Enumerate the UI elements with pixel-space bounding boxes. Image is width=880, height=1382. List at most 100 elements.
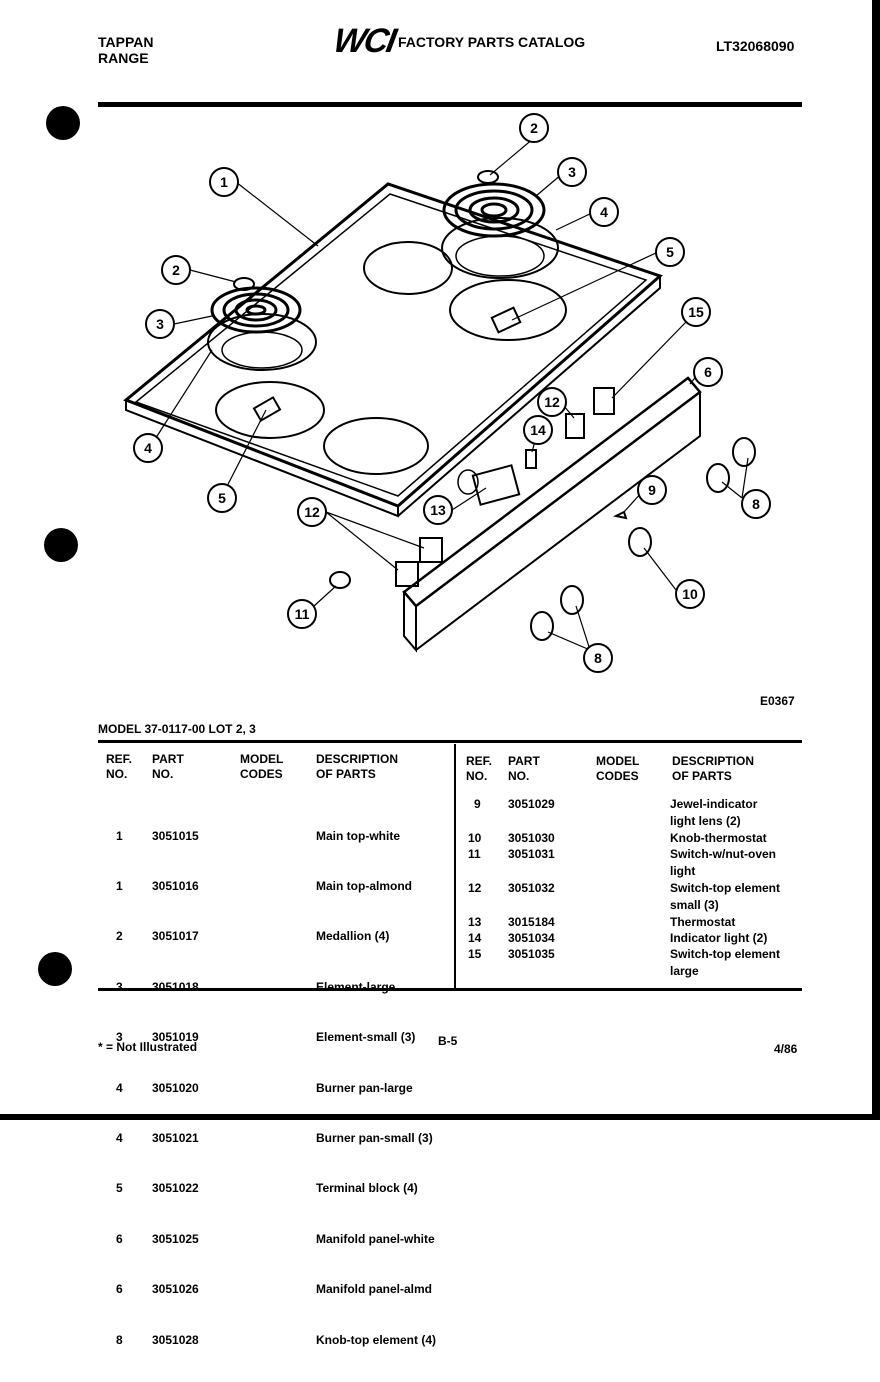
table-row-desc: Medallion (4) (316, 929, 390, 944)
svg-text:13: 13 (430, 502, 446, 518)
table-row-part: 3051020 (152, 1080, 199, 1095)
switch-small-c (565, 413, 585, 439)
table-row-part: 3051016 (152, 878, 199, 893)
callout-10: 10 (675, 579, 705, 609)
right-row-9-desc: Jewel-indicator light lens (2) (670, 797, 758, 828)
jewel-lens (612, 510, 628, 520)
header-part-right: PART NO. (508, 754, 540, 783)
oven-light-switch (329, 571, 351, 589)
table-row-ref: 2 (116, 929, 123, 944)
table-row-ref: 3 (116, 1030, 123, 1045)
svg-text:6: 6 (704, 364, 712, 380)
callout-1: 1 (209, 167, 239, 197)
table-row-part: 3051025 (152, 1231, 199, 1246)
right-row-9-part: 3051029 (508, 797, 555, 811)
catalog-code: LT32068090 (716, 38, 795, 54)
page-frame-bottom (0, 1114, 880, 1120)
indicator-light (525, 449, 537, 469)
table-row-part: 3051019 (152, 1030, 199, 1045)
table-row-desc: Main top-white (316, 828, 400, 843)
table-row-ref: 6 (116, 1231, 123, 1246)
table-row-ref: 5 (116, 1181, 123, 1196)
svg-text:10: 10 (682, 586, 698, 602)
callout-14: 14 (523, 415, 553, 445)
medallion-back (477, 170, 499, 184)
callout-2-front: 2 (161, 255, 191, 285)
binder-hole-top (46, 106, 80, 140)
svg-text:8: 8 (752, 496, 760, 512)
knob-thermostat (628, 527, 652, 557)
right-row-14-part: 3051034 (508, 931, 555, 945)
callout-2-back: 2 (519, 113, 549, 143)
table-row-desc: Element-large (316, 979, 396, 994)
right-row-15-desc: Switch-top element large (670, 947, 781, 978)
right-row-13-part: 3015184 (508, 915, 555, 929)
table-row-ref: 4 (116, 1080, 123, 1095)
header-ref-right: REF. NO. (466, 754, 493, 783)
right-row-14-desc: Indicator light (2) (670, 931, 768, 945)
svg-text:12: 12 (544, 394, 560, 410)
table-row-desc: Element-small (3) (316, 1030, 416, 1045)
switch-large (593, 387, 615, 415)
left-part-col: 3051015 3051016 3051017 3051018 3051019 … (152, 794, 199, 1382)
header-brand: TAPPAN RANGE (98, 34, 153, 66)
svg-text:14: 14 (530, 422, 546, 438)
exploded-parts-diagram: 1 2 3 4 5 15 6 2 3 4 5 12 14 12 13 9 8 1… (123, 113, 771, 673)
header-codes: MODEL CODES (240, 752, 284, 781)
svg-text:3: 3 (156, 316, 164, 332)
appliance-type: RANGE (98, 50, 149, 66)
right-row-11-desc: Switch-w/nut-oven light (670, 847, 776, 878)
table-row-desc: Main top-almond (316, 878, 412, 893)
callout-12-left: 12 (297, 497, 327, 527)
figure-code: E0367 (760, 694, 795, 708)
table-row-desc: Burner pan-large (316, 1080, 413, 1095)
callout-8-right: 8 (741, 489, 771, 519)
right-row-12-ref: 12 (468, 881, 482, 895)
knob-top-d (530, 611, 554, 641)
table-top-rule (98, 740, 802, 743)
svg-text:1: 1 (220, 174, 228, 190)
svg-text:4: 4 (600, 204, 608, 220)
burner-opening-back-right (449, 279, 567, 341)
catalog-title: FACTORY PARTS CATALOG (398, 34, 586, 50)
page-frame-right (872, 0, 880, 1120)
table-row-ref: 3 (116, 979, 123, 994)
right-row-12-part: 3051032 (508, 881, 555, 895)
callout-5-front: 5 (207, 483, 237, 513)
knob-top-b (706, 463, 730, 493)
element-small (210, 286, 302, 334)
knob-top-a (732, 437, 756, 467)
svg-text:3: 3 (568, 164, 576, 180)
svg-text:2: 2 (530, 120, 538, 136)
table-row-part: 3051015 (152, 828, 199, 843)
right-row-10-desc: Knob-thermostat (670, 831, 767, 845)
callout-13: 13 (423, 495, 453, 525)
right-row-9-ref: 9 (474, 797, 481, 811)
header-rule (98, 102, 802, 107)
header-desc: DESCRIPTION OF PARTS (316, 752, 399, 781)
svg-text:11: 11 (295, 606, 310, 622)
burner-opening-front-right (323, 417, 429, 475)
table-row-desc: Manifold panel-almd (316, 1282, 433, 1297)
svg-text:15: 15 (688, 304, 704, 320)
burner-opening-back-left (363, 241, 453, 295)
right-row-15-part: 3051035 (508, 947, 555, 961)
header-codes-right: MODEL CODES (596, 754, 640, 783)
callout-15: 15 (681, 297, 711, 327)
burner-pan-large (441, 217, 559, 279)
revision-date: 4/86 (774, 1042, 798, 1056)
callout-6: 6 (693, 357, 723, 387)
burner-opening-front-left (215, 381, 325, 439)
svg-text:8: 8 (594, 650, 602, 666)
thermostat (471, 464, 521, 506)
callout-11: 11 (287, 599, 317, 629)
callout-9: 9 (637, 475, 667, 505)
model-line: MODEL 37-0117-00 LOT 2, 3 (98, 722, 256, 736)
table-row-desc: Manifold panel-white (316, 1231, 435, 1246)
table-row-ref: 1 (116, 878, 123, 893)
terminal-block-front (252, 396, 282, 422)
callout-5-back: 5 (655, 237, 685, 267)
table-divider (454, 744, 456, 988)
table-row-part: 3051022 (152, 1181, 199, 1196)
switch-small-a (419, 537, 443, 563)
